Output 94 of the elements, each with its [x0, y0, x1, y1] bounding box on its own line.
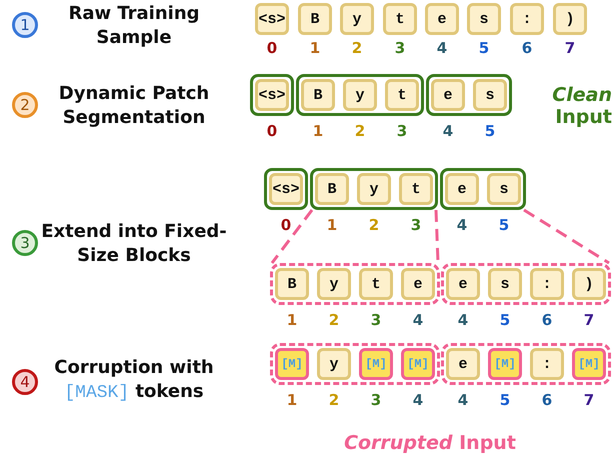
step-title: Extend into Fixed-Size Blocks: [41, 221, 227, 266]
index-number: 3: [394, 39, 406, 57]
mask-token-label: [MASK]: [64, 383, 130, 403]
index-number: 4: [412, 391, 424, 409]
index-number: 1: [308, 39, 322, 57]
token-box: t: [385, 79, 419, 111]
index-number: 5: [484, 122, 496, 140]
token-box: :: [510, 3, 544, 35]
mask-token-box: [M]: [359, 348, 393, 380]
token-box: e: [401, 268, 435, 300]
dashed-block-outline: [270, 263, 440, 305]
index-number: 2: [350, 39, 364, 57]
index-number: 4: [442, 122, 454, 140]
index-number: 1: [312, 122, 324, 140]
token-box: s: [473, 79, 507, 111]
step-title: Dynamic Patch Segmentation: [58, 83, 210, 128]
token-box: :: [530, 348, 564, 380]
index-number: 5: [498, 216, 510, 234]
index-number: 2: [368, 216, 380, 234]
index-number: 7: [582, 311, 596, 329]
index-number: 5: [478, 39, 490, 57]
dashed-block-outline: [270, 343, 440, 385]
mask-token-box: [M]: [275, 348, 309, 380]
index-number: 1: [286, 311, 298, 329]
index-number: 3: [396, 122, 408, 140]
index-number: 2: [354, 122, 366, 140]
token-box: e: [446, 348, 480, 380]
step-number-badge: 3: [12, 230, 38, 256]
patch-outline: [440, 168, 526, 210]
token-box: B: [315, 173, 349, 205]
index-number: 5: [498, 391, 512, 409]
index-number: 7: [564, 39, 576, 57]
step-title: tokens: [135, 381, 204, 402]
token-box: y: [343, 79, 377, 111]
token-box: y: [317, 348, 351, 380]
patch-outline: [296, 74, 424, 116]
token-box: <s>: [269, 173, 303, 205]
index-number: 3: [410, 216, 422, 234]
token-box: e: [445, 173, 479, 205]
token-box: y: [317, 268, 351, 300]
token-box: e: [425, 3, 459, 35]
index-number: 0: [280, 216, 292, 234]
token-box: e: [431, 79, 465, 111]
caption-text: Corrupted Input: [343, 432, 517, 454]
index-number: 1: [326, 216, 338, 234]
token-box: y: [340, 3, 374, 35]
patch-outline: [310, 168, 438, 210]
token-box: ): [572, 268, 606, 300]
index-number: 4: [436, 39, 448, 57]
index-number: 4: [456, 391, 470, 409]
index-number: 6: [540, 311, 554, 329]
index-number: 6: [540, 391, 554, 409]
token-box: s: [488, 268, 522, 300]
index-number: 4: [412, 311, 424, 329]
mask-token-box: [M]: [572, 348, 606, 380]
step-number-badge: 4: [12, 369, 38, 395]
token-box: e: [446, 268, 480, 300]
token-box: B: [298, 3, 332, 35]
step-number-badge: 2: [12, 92, 38, 118]
token-box: s: [487, 173, 521, 205]
patch-outline: [426, 74, 512, 116]
index-number: 3: [370, 311, 382, 329]
dashed-guide-line: [523, 208, 610, 264]
index-number: 1: [286, 391, 298, 409]
token-box: t: [399, 173, 433, 205]
token-box: s: [467, 3, 501, 35]
token-box: :: [530, 268, 564, 300]
mask-token-box: [M]: [488, 348, 522, 380]
dashed-block-outline: [441, 263, 611, 305]
index-number: 6: [520, 39, 534, 57]
index-number: 2: [328, 311, 340, 329]
index-number: 0: [266, 39, 278, 57]
dashed-guide-line: [270, 209, 314, 264]
token-box: <s>: [255, 3, 289, 35]
step-title: Corruption with: [54, 357, 214, 378]
index-number: 5: [498, 311, 512, 329]
step-title: Raw Training Sample: [68, 3, 200, 48]
token-box: B: [301, 79, 335, 111]
token-box: <s>: [255, 79, 289, 111]
index-number: 3: [370, 391, 382, 409]
index-number: 7: [582, 391, 596, 409]
index-number: 0: [266, 122, 278, 140]
mask-token-box: [M]: [401, 348, 435, 380]
token-box: t: [359, 268, 393, 300]
token-box: t: [383, 3, 417, 35]
token-box: B: [275, 268, 309, 300]
index-number: 4: [456, 216, 468, 234]
caption-text: Clean Input: [551, 84, 612, 128]
step-number-badge: 1: [12, 12, 38, 38]
token-box: ): [553, 3, 587, 35]
token-box: y: [357, 173, 391, 205]
dashed-block-outline: [441, 343, 611, 385]
index-number: 2: [328, 391, 340, 409]
index-number: 4: [456, 311, 470, 329]
